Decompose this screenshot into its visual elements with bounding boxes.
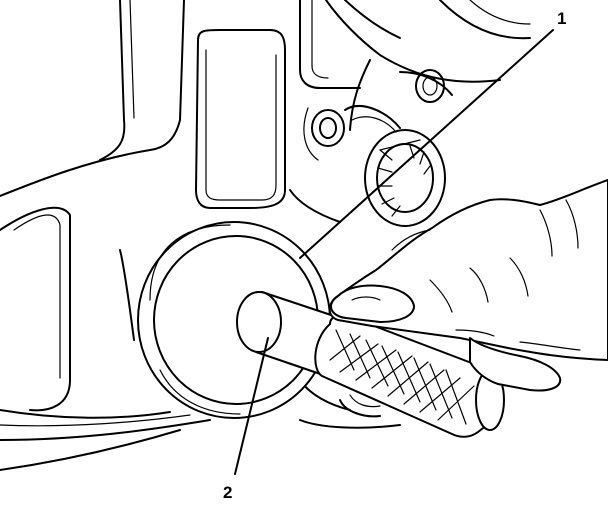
callout-1-leader bbox=[299, 29, 554, 259]
callout-2-leader bbox=[234, 337, 269, 475]
callout-2-label: 2 bbox=[223, 483, 232, 502]
knurl-pattern bbox=[329, 329, 475, 425]
callout-1-label: 1 bbox=[557, 9, 566, 28]
shaft-spline bbox=[344, 105, 446, 227]
technician-hand bbox=[328, 179, 608, 392]
seal-installer-tool bbox=[236, 291, 505, 438]
